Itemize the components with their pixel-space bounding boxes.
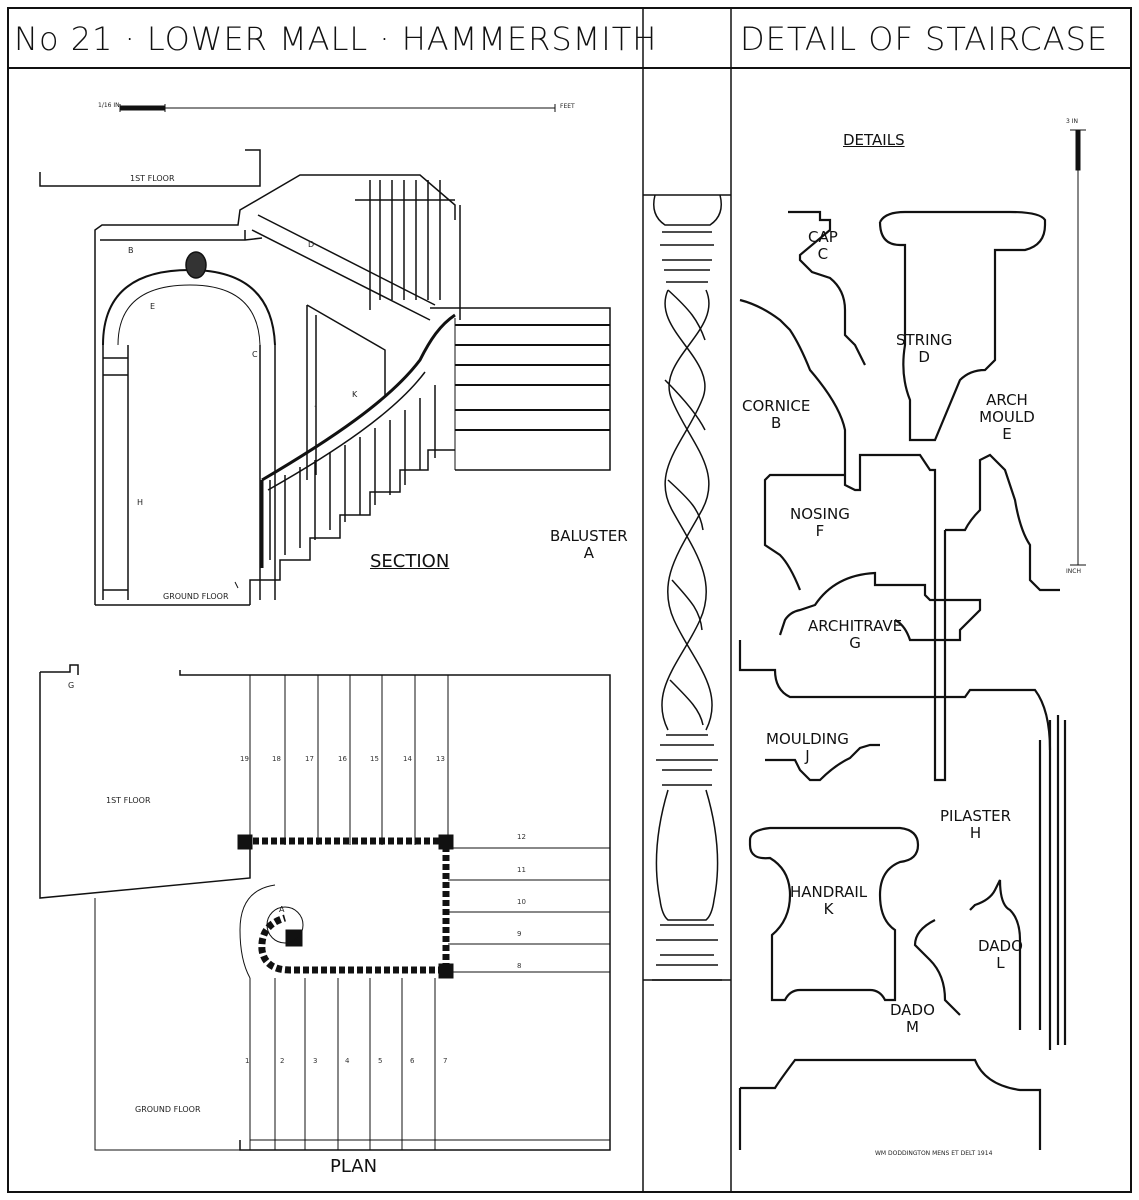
plan-ground-floor: GROUND FLOOR [135, 1105, 201, 1114]
plan-drawing [39, 664, 611, 1151]
section-label: SECTION [370, 551, 450, 572]
section-ground-floor: GROUND FLOOR [163, 592, 229, 601]
plan-step-10: 10 [517, 898, 526, 906]
baluster-letter: A [583, 544, 594, 562]
plan-step-4: 4 [345, 1057, 350, 1065]
section-marker-b: B [128, 246, 134, 255]
section-scale-bar [119, 104, 556, 112]
section-scale-left: 1/16 IN [98, 102, 120, 109]
section-first-floor: 1ST FLOOR [130, 174, 175, 183]
central-baluster [643, 194, 731, 981]
section-marker-h: H [137, 498, 144, 507]
title-left: No 21 · LOWER MALL · HAMMERSMITH [14, 20, 658, 58]
section-marker-c: C [252, 350, 258, 359]
plan-step-17: 17 [305, 755, 314, 763]
details-scale-bar [1070, 129, 1086, 566]
plan-label: PLAN [330, 1156, 378, 1177]
drawing-credit: WM DODDINGTON MENS ET DELT 1914 [875, 1150, 993, 1157]
plan-first-floor: 1ST FLOOR [106, 796, 151, 805]
plan-step-5: 5 [378, 1057, 383, 1065]
plan-step-14: 14 [403, 755, 412, 763]
plan-step-1: 1 [245, 1057, 250, 1065]
baluster-label: BALUSTER A [550, 528, 628, 562]
section-balusters [260, 180, 441, 568]
section-marker-j: J [315, 398, 318, 407]
plan-step-2: 2 [280, 1057, 285, 1065]
sheet-frame [7, 7, 1132, 1193]
plan-step-9: 9 [517, 930, 522, 938]
detail-profiles [738, 210, 1067, 1150]
plan-step-16: 16 [338, 755, 347, 763]
details-heading: DETAILS [843, 131, 905, 149]
plan-step-3: 3 [313, 1057, 318, 1065]
plan-step-8: 8 [517, 962, 522, 970]
section-marker-d: D [308, 240, 315, 249]
plan-balustrade [237, 834, 454, 979]
section-scale-right: FEET [560, 103, 575, 110]
section-ground-marks [234, 581, 239, 589]
section-marker-k: K [352, 390, 358, 399]
plan-marker-a: A [279, 905, 285, 914]
details-scale-top: 3 IN [1066, 118, 1078, 125]
plan-step-19: 19 [240, 755, 249, 763]
plan-step-18: 18 [272, 755, 281, 763]
plan-step-15: 15 [370, 755, 379, 763]
plan-step-13: 13 [436, 755, 445, 763]
title-right: DETAIL OF STAIRCASE [740, 20, 1109, 58]
plan-marker-g: G [68, 681, 75, 690]
plan-step-6: 6 [410, 1057, 415, 1065]
baluster-name: BALUSTER [550, 527, 628, 545]
plan-step-7: 7 [443, 1057, 448, 1065]
section-marker-e: E [150, 302, 156, 311]
plan-step-11: 11 [517, 866, 526, 874]
section-drawing [39, 149, 611, 606]
plan-step-12: 12 [517, 833, 526, 841]
details-scale-bottom: INCH [1066, 568, 1081, 575]
